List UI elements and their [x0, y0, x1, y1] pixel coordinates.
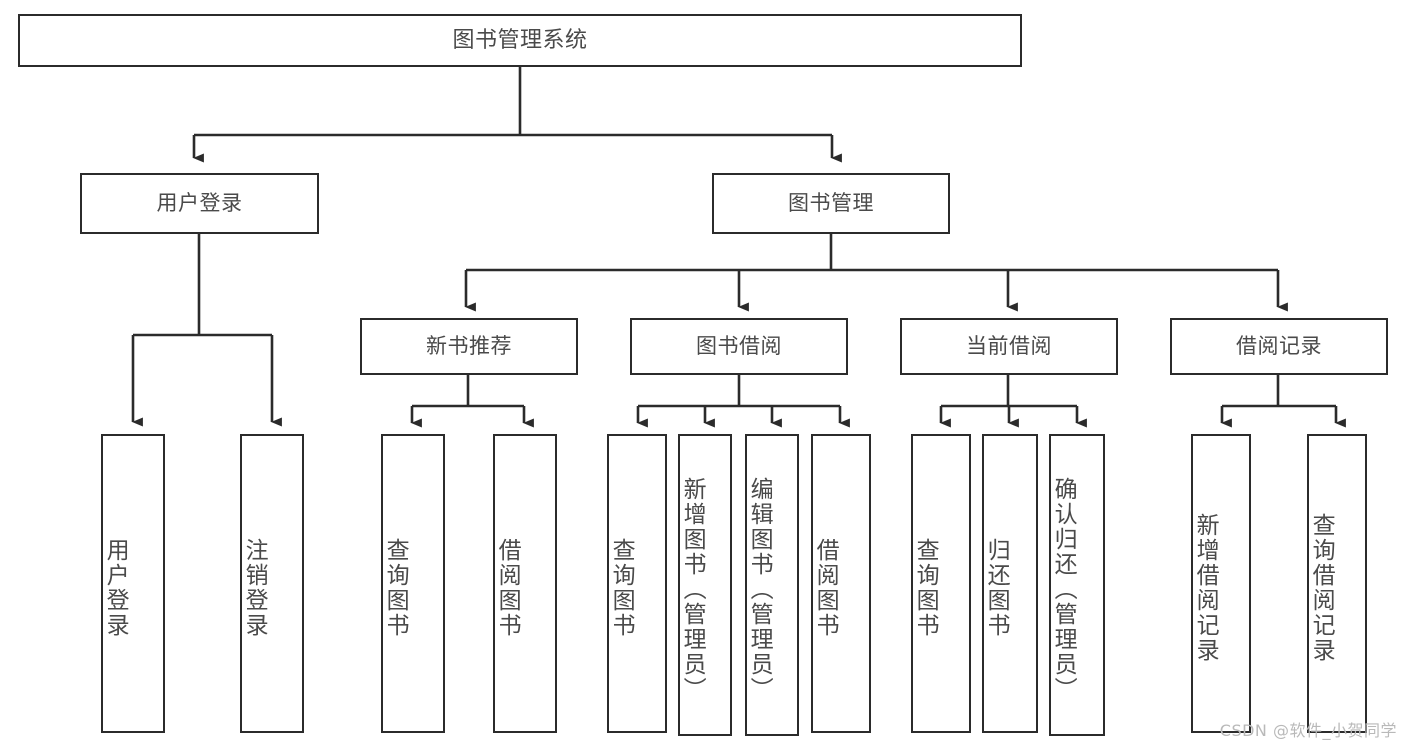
node-label: 注销登录 [241, 537, 268, 638]
node-label: 当前借阅 [966, 334, 1052, 359]
leaf-record-search-record[interactable]: 查询借阅记录 [1307, 434, 1367, 733]
watermark-text: CSDN @软件_小贺同学 [1219, 721, 1397, 740]
node-label: 确认归还（管理员） [1050, 476, 1077, 702]
leaf-borrow-edit-book-admin[interactable]: 编辑图书（管理员） [745, 434, 799, 736]
node-label: 借阅图书 [812, 537, 839, 638]
node-label: 用户登录 [156, 191, 243, 216]
node-label: 图书管理 [788, 191, 874, 216]
leaf-borrow-search-book[interactable]: 查询图书 [607, 434, 667, 733]
leaf-user-login[interactable]: 用户登录 [101, 434, 165, 733]
node-label: 查询图书 [608, 537, 635, 638]
node-borrow-record[interactable]: 借阅记录 [1170, 318, 1388, 375]
node-new-book-recommend[interactable]: 新书推荐 [360, 318, 578, 375]
node-label: 借阅记录 [1236, 334, 1322, 359]
node-book-borrow[interactable]: 图书借阅 [630, 318, 848, 375]
leaf-record-add-record[interactable]: 新增借阅记录 [1191, 434, 1251, 733]
node-label: 编辑图书（管理员） [746, 476, 773, 702]
leaf-user-logout[interactable]: 注销登录 [240, 434, 304, 733]
node-label: 借阅图书 [494, 537, 521, 638]
node-label: 图书管理系统 [452, 27, 588, 53]
leaf-borrow-borrow-book[interactable]: 借阅图书 [811, 434, 871, 733]
node-book-management[interactable]: 图书管理 [712, 173, 950, 234]
node-label: 新增图书（管理员） [679, 476, 706, 702]
leaf-recommend-borrow-book[interactable]: 借阅图书 [493, 434, 557, 733]
node-user-login[interactable]: 用户登录 [80, 173, 319, 234]
node-label: 图书借阅 [696, 334, 782, 359]
node-label: 查询图书 [912, 537, 939, 638]
leaf-recommend-search-book[interactable]: 查询图书 [381, 434, 445, 733]
node-label: 查询图书 [382, 537, 409, 638]
node-label: 查询借阅记录 [1308, 512, 1335, 663]
node-label: 用户登录 [102, 537, 129, 638]
leaf-current-search-book[interactable]: 查询图书 [911, 434, 971, 733]
leaf-current-confirm-return-admin[interactable]: 确认归还（管理员） [1049, 434, 1105, 736]
leaf-borrow-add-book-admin[interactable]: 新增图书（管理员） [678, 434, 732, 736]
leaf-current-return-book[interactable]: 归还图书 [982, 434, 1038, 733]
node-root-system[interactable]: 图书管理系统 [18, 14, 1022, 67]
node-label: 归还图书 [983, 537, 1010, 638]
node-label: 新增借阅记录 [1192, 512, 1219, 663]
node-label: 新书推荐 [426, 334, 512, 359]
node-current-borrow[interactable]: 当前借阅 [900, 318, 1118, 375]
